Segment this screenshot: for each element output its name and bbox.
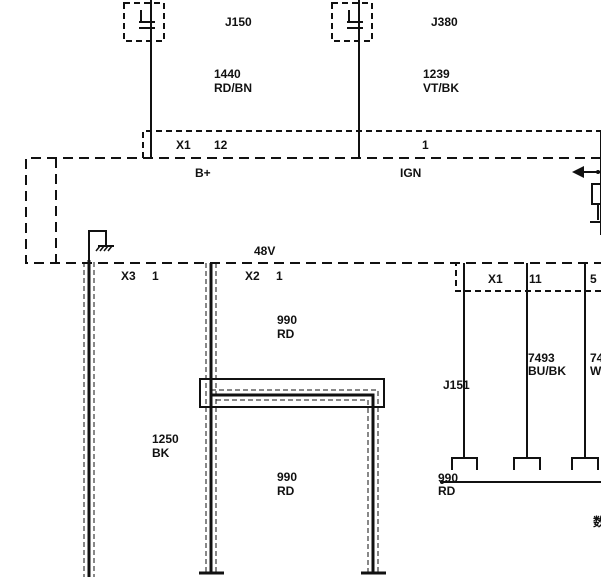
connector-x2-name: X2 bbox=[245, 269, 260, 283]
partial-glyph: 数 bbox=[593, 514, 601, 529]
wire-74-color: W bbox=[590, 364, 601, 378]
wire-990-bottom-color: RD bbox=[277, 484, 295, 498]
wire-990-right-number: 990 bbox=[438, 471, 458, 485]
connector-x3-name: X3 bbox=[121, 269, 136, 283]
wire-990-shielded bbox=[205, 263, 217, 573]
splice-j151-label: J151 bbox=[443, 378, 470, 392]
wire-990-top-number: 990 bbox=[277, 313, 297, 327]
wire-990-right-color: RD bbox=[438, 484, 456, 498]
bus-junction-dot bbox=[440, 480, 444, 484]
terminal-bracket-3 bbox=[571, 457, 599, 470]
connector-x1-top-pin-12: 12 bbox=[214, 138, 228, 152]
wire-7493-number: 7493 bbox=[528, 351, 555, 365]
connector-x1-top-outline bbox=[142, 130, 601, 158]
module-voltage-label: 48V bbox=[254, 244, 275, 258]
fuse-j380-label: J380 bbox=[431, 15, 458, 29]
wire-74-number: 74 bbox=[590, 351, 601, 365]
terminal-bracket-2 bbox=[513, 457, 541, 470]
ground-symbol bbox=[88, 230, 114, 260]
connector-x1-bottom-outline bbox=[455, 263, 601, 292]
wire-1250-color: BK bbox=[152, 446, 170, 460]
fuse-j150-symbol bbox=[123, 0, 165, 42]
connector-x1-bottom-pin-5: 5 bbox=[590, 272, 597, 286]
wire-1239-number: 1239 bbox=[423, 67, 450, 81]
connector-x1-bottom-name: X1 bbox=[488, 272, 503, 286]
fuse-j150-label: J150 bbox=[225, 15, 252, 29]
module-outline bbox=[25, 157, 601, 264]
module-b-plus-label: B+ bbox=[195, 166, 211, 180]
wire-7493-color: BU/BK bbox=[528, 364, 566, 378]
right-component bbox=[572, 131, 601, 235]
connector-x2-pin: 1 bbox=[276, 269, 283, 283]
splice-bus-box bbox=[199, 378, 385, 573]
wire-1250-number: 1250 bbox=[152, 432, 179, 446]
connector-x3-pin: 1 bbox=[152, 269, 159, 283]
wire-1250-shielded bbox=[83, 260, 95, 577]
connector-x1-top-pin-1: 1 bbox=[422, 138, 429, 152]
fuse-j380-symbol bbox=[331, 0, 373, 42]
wire-1440-color: RD/BN bbox=[214, 81, 252, 95]
connector-x1-bottom-pin-11: 11 bbox=[529, 272, 542, 286]
wire-990-bottom-number: 990 bbox=[277, 470, 297, 484]
terminal-bracket-1 bbox=[451, 457, 478, 470]
module-ign-label: IGN bbox=[400, 166, 421, 180]
wire-1440-number: 1440 bbox=[214, 67, 241, 81]
wire-1239-color: VT/BK bbox=[423, 81, 459, 95]
wire-990-top-color: RD bbox=[277, 327, 295, 341]
connector-x1-top-name: X1 bbox=[176, 138, 191, 152]
